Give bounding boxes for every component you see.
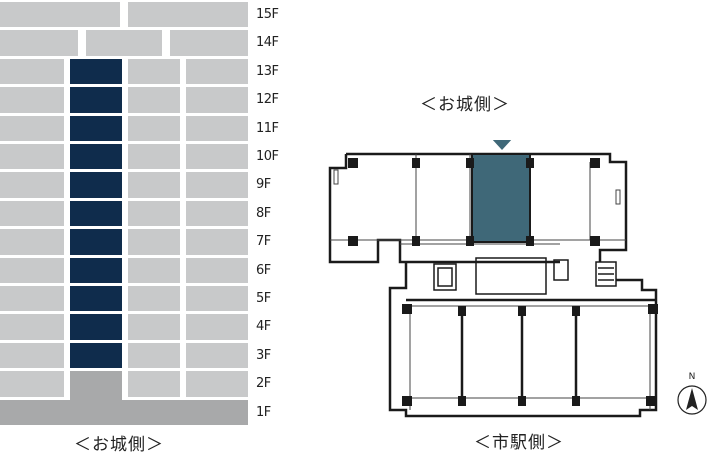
compass-ring	[677, 385, 707, 415]
floor-label-5f: 5F	[256, 291, 271, 306]
unit-6f-1	[0, 257, 64, 283]
unit-4f-1	[0, 314, 64, 340]
unit-5f-4	[186, 286, 248, 312]
unit-7f-2	[70, 229, 122, 255]
unit-13f-4	[186, 58, 248, 85]
unit-9f-2	[70, 172, 122, 198]
unit-11f-2	[70, 115, 122, 141]
unit-5f-2	[70, 286, 122, 312]
base-2f-core	[70, 371, 122, 400]
unit-13f-3	[128, 58, 180, 85]
lower-block-partitions	[460, 310, 578, 402]
unit-5f-1	[0, 286, 64, 312]
unit-5f-3	[128, 286, 180, 312]
unit-13f-2	[70, 58, 122, 85]
compass: N	[677, 372, 707, 415]
unit-14f-1	[0, 30, 78, 56]
unit-7f-4	[186, 229, 248, 255]
floor-label-3f: 3F	[256, 347, 271, 363]
unit-14f-2	[86, 30, 162, 56]
floor-label-2f: 2F	[256, 376, 271, 392]
plan-caption-bottom: ＜市駅側＞	[474, 433, 564, 453]
lower-block-interior	[406, 305, 656, 410]
plan-caption-top: ＜お城側＞	[420, 95, 510, 115]
unit-14f-3	[170, 30, 248, 56]
floor-label-6f: 6F	[256, 262, 271, 278]
unit-9f-1	[0, 172, 64, 198]
floor-label-1f: 1F	[256, 404, 271, 420]
unit-8f-4	[186, 200, 248, 227]
unit-3f-3	[128, 342, 180, 369]
unit-6f-4	[186, 257, 248, 283]
unit-12f-1	[0, 87, 64, 113]
unit-11f-1	[0, 115, 64, 141]
unit-10f-2	[70, 144, 122, 170]
floor-label-12f: 12F	[256, 92, 279, 108]
elevation-caption: ＜お城側＞	[74, 435, 164, 455]
unit-13f-1	[0, 58, 64, 85]
unit-11f-4	[186, 115, 248, 141]
floor-label-11f: 11F	[256, 120, 279, 136]
unit-4f-4	[186, 314, 248, 340]
unit-10f-4	[186, 144, 248, 170]
unit-2f-1	[0, 371, 64, 397]
compass-label: N	[689, 372, 696, 382]
direction-arrow-icon	[492, 140, 512, 150]
upper-block-columns	[348, 158, 600, 246]
unit-15f-1	[0, 2, 120, 28]
unit-2f-3	[128, 371, 180, 397]
floor-label-8f: 8F	[256, 205, 271, 221]
unit-9f-4	[186, 172, 248, 198]
highlighted-unit	[471, 153, 531, 243]
unit-7f-3	[128, 229, 180, 255]
floor-plan	[328, 140, 658, 418]
unit-12f-2	[70, 87, 122, 113]
floor-label-9f: 9F	[256, 177, 271, 193]
floor-label-10f: 10F	[256, 149, 279, 164]
unit-15f-2	[128, 2, 248, 28]
unit-4f-3	[128, 314, 180, 340]
lower-block-columns	[402, 304, 658, 406]
unit-11f-3	[128, 115, 180, 141]
floor-label-14f: 14F	[256, 35, 279, 51]
unit-8f-1	[0, 200, 64, 227]
unit-3f-1	[0, 342, 64, 369]
unit-10f-1	[0, 144, 64, 170]
unit-8f-2	[70, 200, 122, 227]
unit-8f-3	[128, 200, 180, 227]
unit-3f-2	[70, 342, 122, 369]
core-area	[433, 257, 617, 295]
unit-9f-3	[128, 172, 180, 198]
floor-label-7f: 7F	[256, 234, 271, 250]
base-1f	[0, 399, 248, 425]
unit-3f-4	[186, 342, 248, 369]
unit-6f-2	[70, 257, 122, 283]
floor-label-15f: 15F	[256, 7, 279, 22]
upper-block-walls	[328, 152, 628, 264]
north-arrow-icon	[686, 388, 698, 410]
unit-12f-4	[186, 87, 248, 113]
unit-7f-1	[0, 229, 64, 255]
floor-label-13f: 13F	[256, 63, 279, 79]
floor-label-4f: 4F	[256, 319, 271, 335]
unit-12f-3	[128, 87, 180, 113]
unit-2f-4	[186, 371, 248, 397]
lower-block-walls	[388, 262, 658, 418]
unit-4f-2	[70, 314, 122, 340]
unit-6f-3	[128, 257, 180, 283]
unit-10f-3	[128, 144, 180, 170]
